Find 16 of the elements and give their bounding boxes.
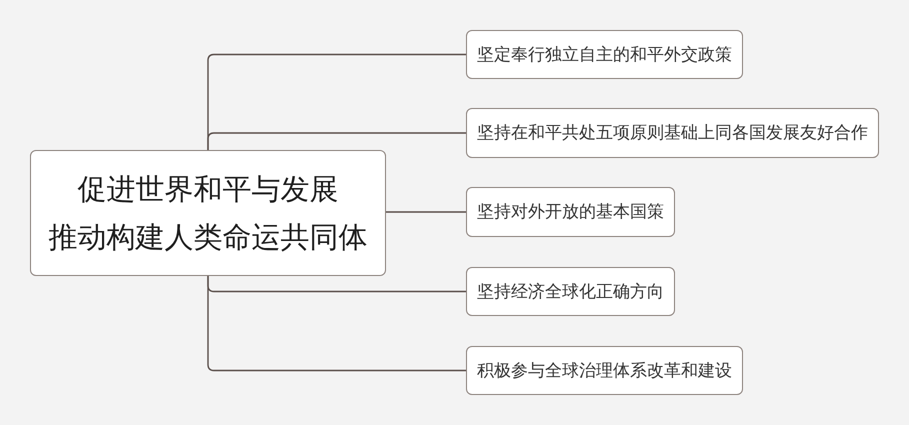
branch-topic-box — [466, 30, 743, 79]
topic-text: 积极参与全球治理体系改革和建设 — [477, 360, 732, 382]
connector-line — [207, 132, 466, 150]
topic-text: 坚持在和平共处五项原则基础上同各国发展友好合作 — [477, 122, 868, 145]
branch-topic-box — [466, 108, 879, 158]
central-topic-box — [30, 150, 386, 276]
topic-text: 坚持经济全球化正确方向 — [477, 280, 664, 304]
topic-text: 坚定奉行独立自主的和平外交政策 — [477, 44, 732, 66]
branch-topic-box — [466, 187, 675, 237]
branch-topic-box — [466, 267, 675, 316]
topic-text: 坚持对外开放的基本国策 — [477, 201, 664, 224]
topic-text: 推动构建人类命运共同体 — [48, 219, 368, 256]
connector-line — [386, 211, 466, 213]
connector-line — [207, 276, 466, 372]
branch-topic-box — [466, 346, 743, 395]
topic-text: 促进世界和平与发展 — [78, 171, 338, 208]
